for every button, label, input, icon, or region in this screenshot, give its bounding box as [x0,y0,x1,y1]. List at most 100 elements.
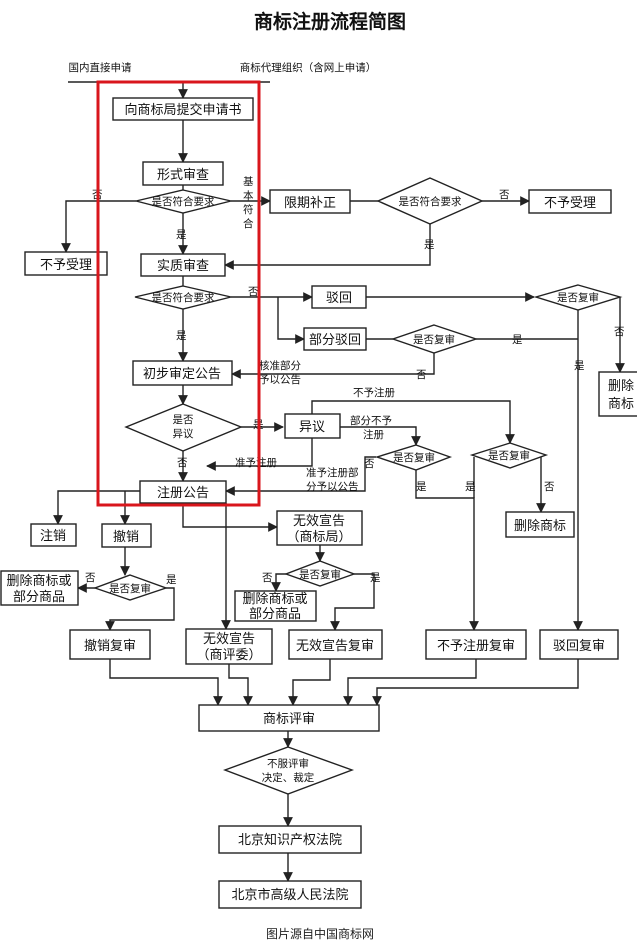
svg-text:无效宣告: 无效宣告 [203,631,255,647]
svg-text:否: 否 [364,458,375,470]
svg-text:符: 符 [243,203,254,216]
svg-text:商标评审: 商标评审 [263,712,315,727]
svg-text:是否复审: 是否复审 [488,449,530,462]
box-reject-acceptance-right: 不予受理 [528,189,612,214]
svg-text:限期补正: 限期补正 [284,196,336,211]
svg-text:是: 是 [574,360,585,372]
svg-text:删除: 删除 [608,379,634,394]
connectors [53,81,625,882]
diamond-review-opposition-1: 是否复审 [374,444,453,471]
svg-text:是: 是 [416,481,427,493]
box-ip-court: 北京知识产权法院 [218,825,362,854]
svg-text:是否复审: 是否复审 [413,333,455,346]
svg-text:不予注册: 不予注册 [353,386,395,399]
svg-text:无效宣告复审: 无效宣告复审 [296,638,374,654]
svg-text:实质审查: 实质审查 [157,259,209,274]
svg-text:撤销: 撤销 [113,529,139,545]
box-rejection-review: 驳回复审 [539,629,619,660]
box-delete-partial-mid: 删除商标或 部分商品 [234,590,317,622]
box-limited-correction: 限期补正 [269,189,351,214]
diamond-review-opposition-2: 是否复审 [469,442,549,469]
svg-text:删除商标或: 删除商标或 [6,574,71,589]
svg-text:部分商品: 部分商品 [249,607,301,622]
agency-application-label: 商标代理组织（含网上申请） [240,61,377,74]
svg-text:否: 否 [177,457,188,469]
svg-text:不服评审: 不服评审 [267,757,309,770]
box-high-court: 北京市高级人民法院 [218,880,362,909]
svg-text:本: 本 [243,189,254,202]
box-registration-announcement: 注册公告 [139,480,227,504]
svg-text:是否: 是否 [173,414,194,426]
svg-text:不予受理: 不予受理 [544,196,596,211]
svg-text:撤销复审: 撤销复审 [84,638,136,654]
diamond-meets-requirements-1: 是否符合要求 [135,189,232,214]
svg-text:不予注册复审: 不予注册复审 [437,639,515,654]
box-delete-partial-left: 删除商标或 部分商品 [0,570,79,606]
box-formal-review: 形式审查 [142,161,224,186]
svg-text:否: 否 [262,572,273,584]
box-delete-mark-mid: 删除商标 [505,511,575,538]
svg-text:合: 合 [243,217,254,230]
svg-text:准予注册: 准予注册 [235,456,277,469]
svg-text:是否复审: 是否复审 [393,451,435,464]
box-revocation: 撤销 [101,523,152,548]
box-partial-rejection: 部分驳回 [303,327,367,351]
diamond-review-invalidation: 是否复审 [283,560,357,587]
svg-text:异议: 异议 [299,420,325,435]
highlight-frame [96,80,261,507]
diagram-title: 商标注册流程简图 [254,10,406,33]
svg-text:形式审查: 形式审查 [157,168,209,183]
svg-text:是否复审: 是否复审 [109,582,151,595]
svg-text:否: 否 [248,286,259,298]
svg-text:驳回: 驳回 [326,291,352,306]
box-substantive-review: 实质审查 [140,253,226,277]
diamond-opposition: 是否 异议 [124,403,243,452]
svg-text:是否符合要求: 是否符合要求 [152,195,215,208]
svg-text:是: 是 [465,481,476,493]
svg-text:是: 是 [166,574,177,586]
svg-text:是: 是 [370,572,381,584]
box-delete-mark-right: 否 删除 商标 [598,371,637,417]
svg-text:部分驳回: 部分驳回 [309,333,361,348]
svg-text:商标: 商标 [608,397,634,412]
box-submit-application: 向商标局提交申请书 [112,97,254,121]
svg-text:准予注册部: 准予注册部 [306,466,359,479]
svg-text:否: 否 [85,572,96,584]
svg-text:异议: 异议 [173,428,194,440]
svg-text:北京市高级人民法院: 北京市高级人民法院 [231,887,348,903]
svg-text:北京知识产权法院: 北京知识产权法院 [238,832,342,848]
svg-text:否: 否 [499,189,510,201]
box-trademark-review: 商标评审 [198,704,380,732]
box-rejection: 驳回 [311,285,367,309]
svg-text:基: 基 [243,175,254,188]
svg-text:是: 是 [176,330,187,342]
diamond-disagree-decision: 不服评审 决定、裁定 [222,746,355,795]
svg-text:注册: 注册 [363,428,384,441]
svg-text:是否复审: 是否复审 [299,568,341,581]
box-invalidation-review: 无效宣告复审 [288,629,383,660]
svg-text:无效宣告: 无效宣告 [293,513,345,529]
direct-application-label: 国内直接申请 [69,61,132,74]
svg-text:（商评委）: （商评委） [196,648,261,663]
box-reject-acceptance-left: 不予受理 [24,251,108,276]
svg-text:分予以公告: 分予以公告 [306,480,359,493]
svg-text:核准部分: 核准部分 [259,359,301,372]
svg-text:是: 是 [512,334,523,346]
box-preliminary-announcement: 初步审定公告 [132,360,233,386]
box-cancellation: 注销 [30,523,77,547]
svg-text:删除商标或: 删除商标或 [242,592,307,607]
svg-text:部分不予: 部分不予 [350,414,392,427]
svg-text:部分商品: 部分商品 [13,590,65,605]
svg-text:否: 否 [614,326,625,338]
box-invalidation-tmo: 无效宣告 （商标局） [276,510,363,546]
svg-text:注销: 注销 [40,529,66,544]
box-opposition: 异议 [284,413,341,439]
edge-labels: 否 是 基 本 符 合 否 是 否 是 否 是 是 核准部分 予以公告 否 是 … [85,175,625,586]
svg-text:驳回复审: 驳回复审 [553,639,605,654]
box-non-registration-review: 不予注册复审 [425,629,527,660]
diamond-meets-requirements-2: 是否符合要求 [376,177,484,225]
svg-text:是: 是 [176,229,187,241]
svg-text:否: 否 [544,481,555,493]
svg-text:否: 否 [416,369,427,381]
